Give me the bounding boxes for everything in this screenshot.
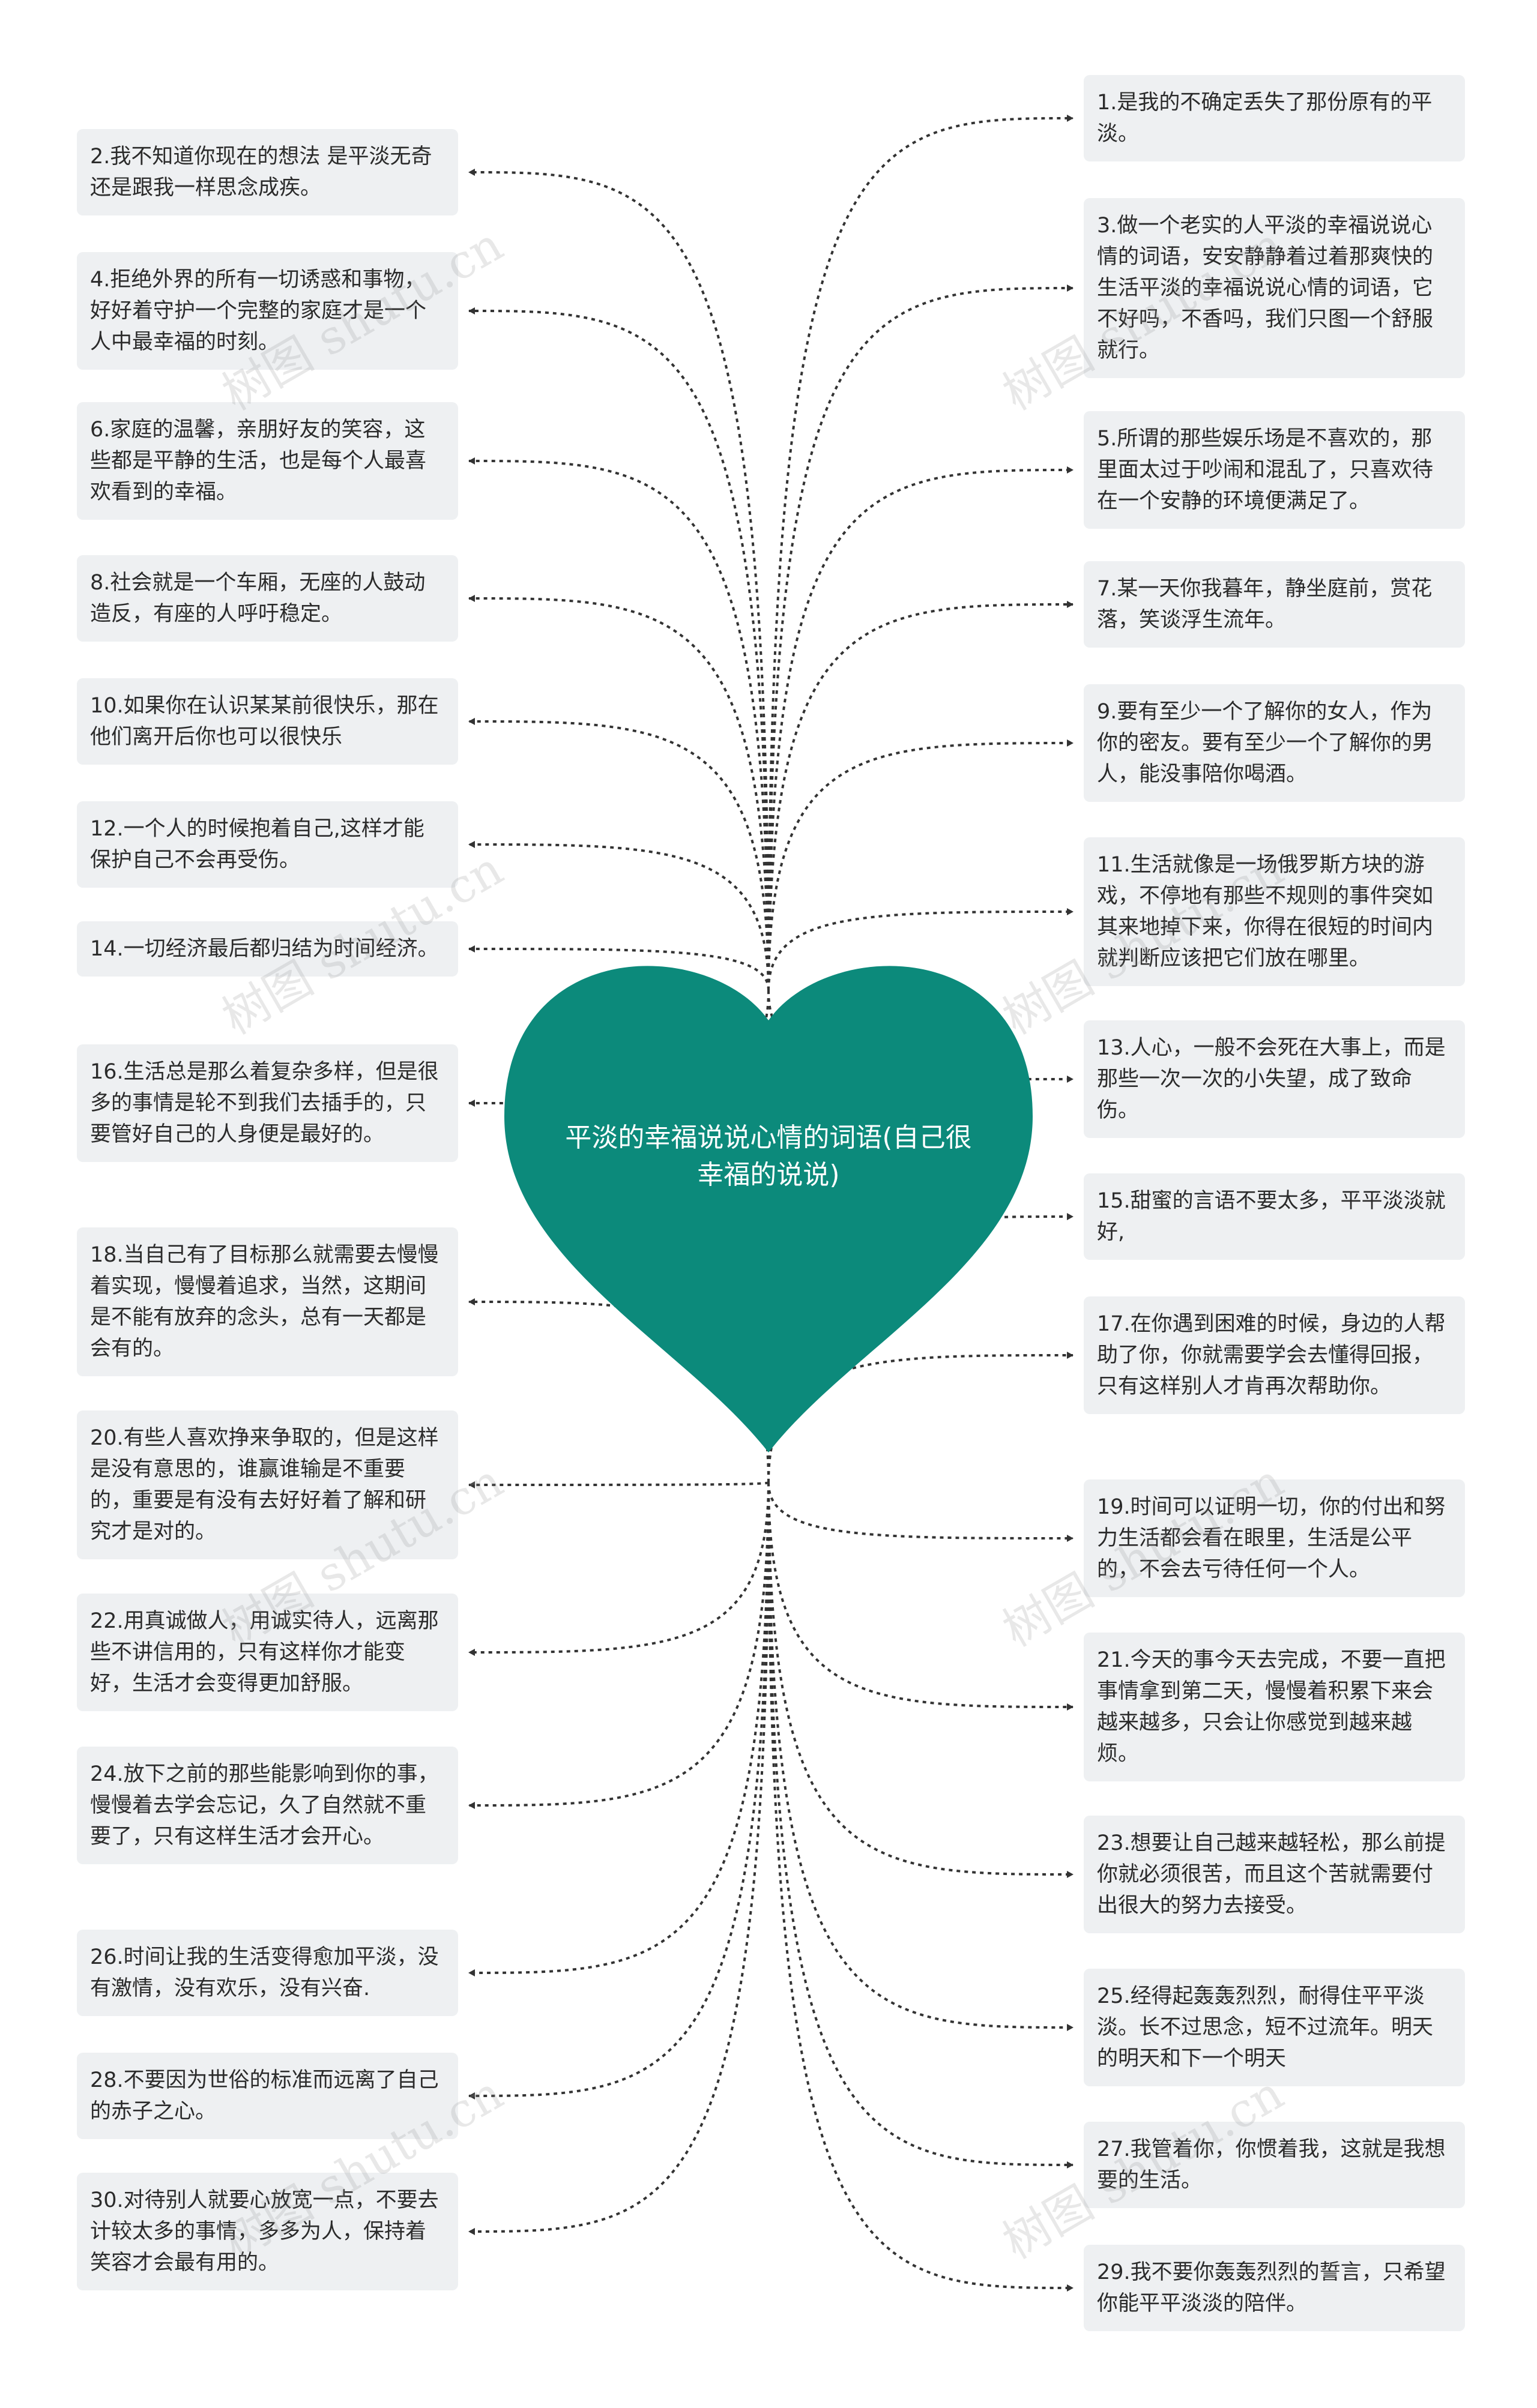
connector-line (468, 1482, 770, 1656)
connector-line (468, 945, 770, 991)
connector-line (468, 595, 770, 991)
topic-node[interactable]: 8.社会就是一个车厢，无座的人鼓动造反，有座的人呼吁稳定。 (77, 555, 458, 642)
topic-node[interactable]: 4.拒绝外界的所有一切诱惑和事物，好好着守护一个完整的家庭才是一个人中最幸福的时… (77, 252, 458, 370)
center-topic[interactable]: 平淡的幸福说说心情的词语(自己很幸福的说说) (565, 1122, 972, 1190)
topic-node[interactable]: 22.用真诚做人，用诚实待人，远离那些不讲信用的，只有这样你才能变好，生活才会变… (77, 1594, 458, 1711)
topic-node[interactable]: 14.一切经济最后都归结为时间经济。 (77, 921, 458, 977)
topic-node[interactable]: 16.生活总是那么着复杂多样，但是很多的事情是轮不到我们去插手的，只要管好自己的… (77, 1044, 458, 1162)
connector-line (767, 908, 1073, 991)
topic-node[interactable]: 10.如果你在认识某某前很快乐，那在他们离开后你也可以很快乐 (77, 678, 458, 765)
topic-node[interactable]: 3.做一个老实的人平淡的幸福说说心情的词语，安安静静着过着那爽快的生活平淡的幸福… (1084, 198, 1465, 378)
connector-line (468, 169, 770, 991)
topic-node[interactable]: 6.家庭的温馨，亲朋好友的笑容，这些都是平静的生活，也是每个人最喜欢看到的幸福。 (77, 402, 458, 520)
topic-node[interactable]: 27.我管着你，你惯着我，这就是我想要的生活。 (1084, 2122, 1465, 2208)
topic-node[interactable]: 24.放下之前的那些能影响到你的事，慢慢着去学会忘记，久了自然就不重要了，只有这… (77, 1747, 458, 1864)
topic-node[interactable]: 23.想要让自己越来越轻松，那么前提你就必须很苦，而且这个苦就需要付出很大的努力… (1084, 1816, 1465, 1933)
topic-node[interactable]: 2.我不知道你现在的想法 是平淡无奇 还是跟我一样思念成疾。 (77, 129, 458, 215)
connector-line (767, 1482, 1073, 2169)
connector-line (468, 1482, 770, 1976)
connector-line (468, 307, 770, 991)
connector-line (767, 1482, 1073, 1878)
topic-node[interactable]: 9.要有至少一个了解你的女人，作为你的密友。要有至少一个了解你的男人，能没事陪你… (1084, 684, 1465, 802)
topic-node[interactable]: 15.甜蜜的言语不要太多，平平淡淡就好, (1084, 1173, 1465, 1260)
topic-node[interactable]: 19.时间可以证明一切，你的付出和努力生活都会看在眼里，生活是公平的，不会去亏待… (1084, 1479, 1465, 1597)
topic-node[interactable]: 30.对待别人就要心放宽一点，不要去计较太多的事情，多多为人，保持着笑容才会最有… (77, 2173, 458, 2290)
topic-node[interactable]: 26.时间让我的生活变得愈加平淡，没有激情，没有欢乐，没有兴奋. (77, 1930, 458, 2016)
connector-line (468, 457, 770, 991)
topic-node[interactable]: 13.人心，一般不会死在大事上，而是那些一次一次的小失望，成了致命伤。 (1084, 1020, 1465, 1138)
connector-line (468, 1481, 770, 1488)
connector-line (468, 1482, 770, 2235)
topic-node[interactable]: 5.所谓的那些娱乐场是不喜欢的，那里面太过于吵闹和混乱了，只喜欢待在一个安静的环… (1084, 411, 1465, 529)
topic-node[interactable]: 20.有些人喜欢挣来争取的，但是这样是没有意思的，谁赢谁输是不重要的，重要是有没… (77, 1410, 458, 1559)
connector-line (468, 718, 770, 991)
connector-line (468, 841, 770, 991)
connector-line (767, 1482, 1073, 1711)
topic-node[interactable]: 28.不要因为世俗的标准而远离了自己的赤子之心。 (77, 2053, 458, 2139)
topic-node[interactable]: 17.在你遇到困难的时候，身边的人帮助了你，你就需要学会去懂得回报，只有这样别人… (1084, 1296, 1465, 1414)
connector-line (767, 1482, 1073, 2292)
topic-node[interactable]: 21.今天的事今天去完成，不要一直把事情拿到第二天，慢慢着积累下来会越来越多，只… (1084, 1633, 1465, 1781)
connector-line (468, 1482, 770, 2099)
connector-line (767, 284, 1073, 991)
topic-node[interactable]: 12.一个人的时候抱着自己,这样才能保护自己不会再受伤。 (77, 801, 458, 888)
topic-node[interactable]: 11.生活就像是一场俄罗斯方块的游戏，不停地有那些不规则的事件突如其来地掉下来，… (1084, 837, 1465, 986)
topic-node[interactable]: 18.当自己有了目标那么就需要去慢慢着实现，慢慢着追求，当然，这期间是不能有放弃… (77, 1227, 458, 1376)
topic-node[interactable]: 7.某一天你我暮年，静坐庭前，赏花落，笑谈浮生流年。 (1084, 561, 1465, 648)
topic-node[interactable]: 1.是我的不确定丢失了那份原有的平淡。 (1084, 75, 1465, 161)
connector-line (767, 601, 1073, 991)
topic-node[interactable]: 25.经得起轰轰烈烈，耐得住平平淡淡。长不过思念，短不过流年。明天的明天和下一个… (1084, 1969, 1465, 2086)
connector-line (767, 739, 1073, 991)
topic-node[interactable]: 29.我不要你轰轰烈烈的誓言，只希望你能平平淡淡的陪伴。 (1084, 2245, 1465, 2331)
